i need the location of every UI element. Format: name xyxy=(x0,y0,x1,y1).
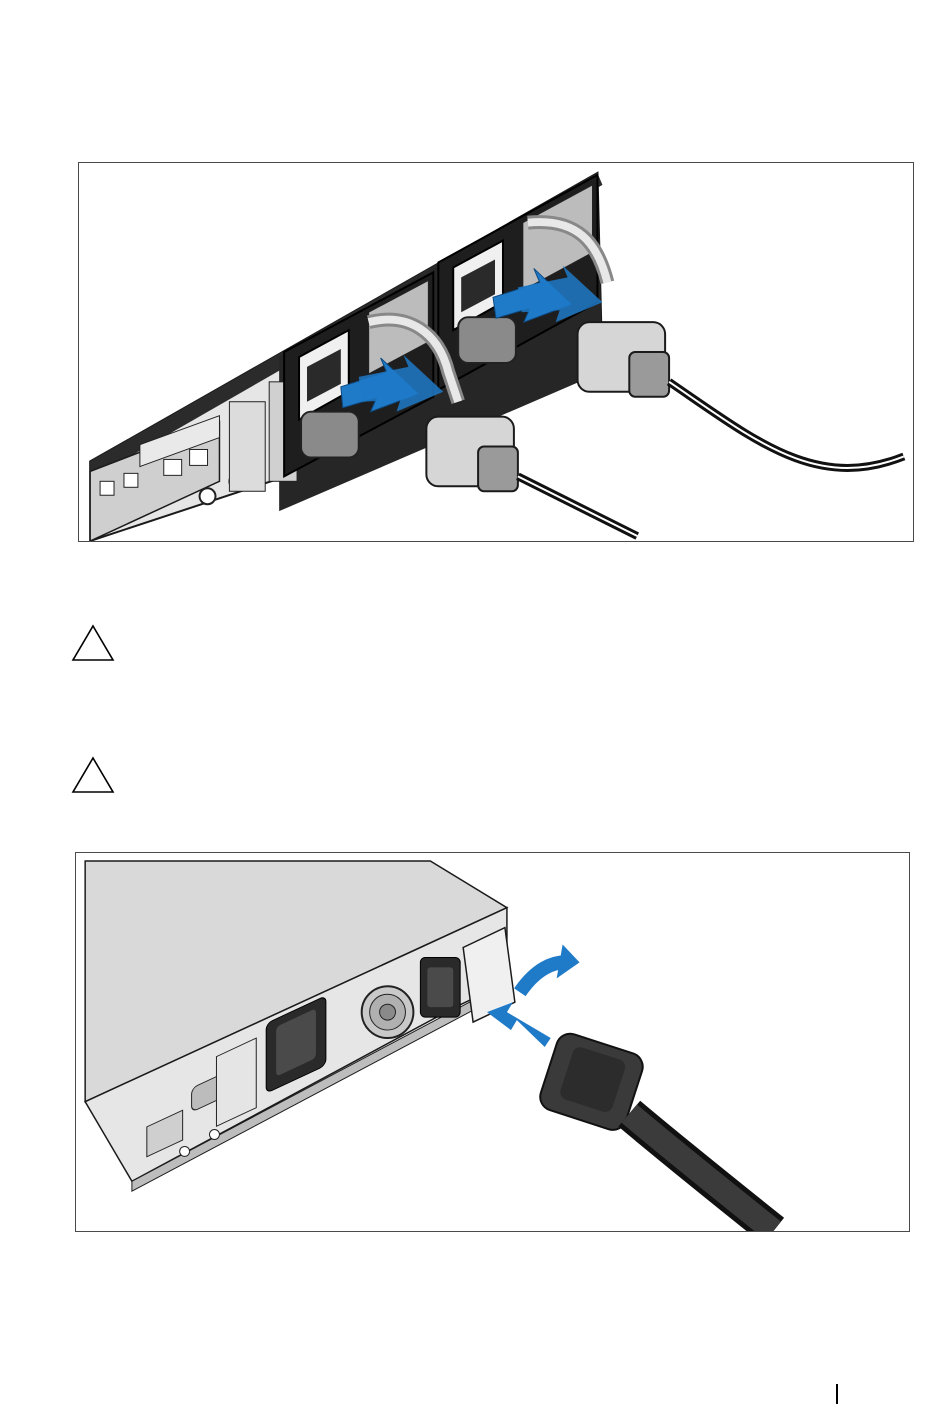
power-plug-2 xyxy=(578,322,904,468)
caution-triangle-icon xyxy=(71,624,115,662)
insert-plug-arrow xyxy=(487,1002,551,1047)
power-plug-1 xyxy=(426,417,637,536)
ups-power-plug xyxy=(537,1030,774,1231)
page-edge-marker xyxy=(836,1384,838,1404)
server-power-illustration xyxy=(79,163,913,541)
open-cover-arrow xyxy=(520,945,580,993)
ups-power-connection-figure xyxy=(75,852,910,1232)
server-power-connection-figure xyxy=(78,162,914,542)
ups-power-illustration xyxy=(76,853,909,1231)
caution-triangle-icon xyxy=(71,756,115,794)
